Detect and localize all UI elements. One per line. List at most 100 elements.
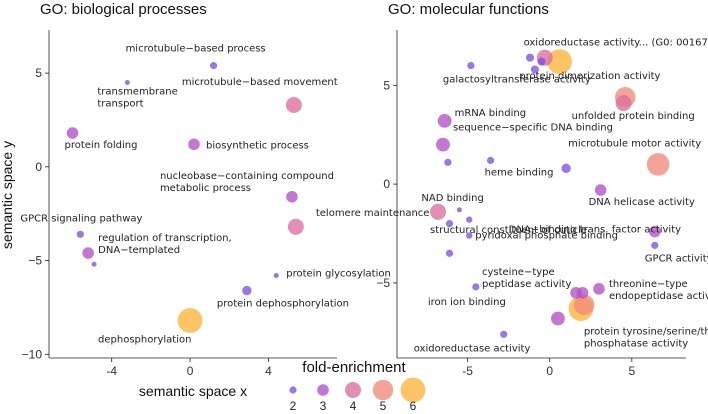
data-point — [444, 158, 452, 166]
point-label: protein dimerization activity — [519, 71, 660, 82]
data-point — [593, 283, 605, 295]
point-label: microtubule−based movement — [182, 77, 338, 88]
data-point — [576, 286, 589, 299]
point-label: microtubule motor activity — [568, 138, 701, 149]
data-point — [124, 79, 130, 85]
panel-biological-processes: GO: biological processes -4 0 4 5 0 −5 −10 seman… — [0, 1, 429, 399]
data-point — [209, 62, 218, 70]
point-label: GPCR signaling pathway — [20, 213, 142, 224]
data-point — [436, 137, 450, 152]
data-point — [66, 127, 79, 139]
point-label: DNA−binding trans. factor activity — [509, 225, 681, 236]
point-label: galactosyltransferase activity — [443, 75, 591, 86]
x-tick-label: 0 — [187, 364, 194, 378]
x-tick-label: 4 — [265, 364, 272, 378]
x-tick-label: 5 — [628, 364, 635, 378]
x-tick-label: -5 — [462, 364, 473, 378]
data-point — [445, 249, 454, 257]
data-point — [91, 261, 97, 267]
data-point — [486, 156, 495, 165]
legend-label: 6 — [410, 399, 417, 413]
legend-swatch — [400, 377, 426, 403]
point-label: regulation of transcription,DNA−template… — [98, 233, 232, 256]
point-label: heme binding — [485, 167, 554, 178]
x-tick-label: -4 — [106, 364, 117, 378]
point-label: oxidoreductase activity — [414, 343, 531, 354]
legend-title: fold-enrichment — [302, 359, 406, 376]
data-point — [649, 225, 661, 238]
data-point — [188, 138, 200, 151]
point-label: telomere maintenance — [316, 208, 430, 219]
y-tick-label: 5 — [35, 66, 42, 80]
data-point — [594, 184, 607, 196]
data-point — [82, 247, 94, 259]
y-tick-label: −5 — [376, 276, 390, 290]
data-point — [287, 218, 304, 235]
point-label: DNA helicase activity — [589, 197, 695, 208]
panel-molecular-functions: GO: molecular functions -5 0 5 5 0 −5 galactosy… — [376, 1, 708, 378]
data-point — [466, 216, 473, 223]
legend-label: 2 — [290, 399, 297, 413]
point-label: pyridoxal phosphate binding — [475, 230, 618, 241]
data-point — [286, 191, 298, 203]
data-point — [547, 49, 572, 75]
y-tick-label: 0 — [383, 177, 390, 191]
point-label: microtubule−based process — [126, 44, 266, 55]
legend-label: 4 — [350, 399, 357, 413]
legend-swatch — [317, 384, 329, 396]
data-point — [646, 153, 670, 176]
data-point — [437, 113, 452, 128]
data-point — [615, 95, 632, 112]
legend-swatch — [372, 379, 394, 401]
x-tick-label: 0 — [546, 364, 553, 378]
point-label: protein tyrosine/serine/threoninephospha… — [584, 326, 708, 349]
data-point — [273, 273, 279, 279]
data-point — [76, 230, 84, 238]
point-label: iron ion binding — [428, 297, 506, 308]
point-label: structural constituent of cuticle — [430, 225, 587, 236]
chart-title: GO: molecular functions — [388, 1, 549, 18]
point-label: dephosphorylation — [98, 335, 191, 346]
data-point — [466, 232, 473, 239]
point-label: NAD binding — [421, 193, 483, 204]
point-label: protein dephosphorylation — [217, 299, 349, 310]
data-point — [537, 57, 546, 66]
legend-swatch — [345, 382, 361, 398]
legend-swatch — [289, 386, 297, 394]
point-label: biosynthetic process — [206, 140, 309, 151]
data-point — [285, 96, 302, 113]
y-axis-title: semantic space y — [0, 141, 15, 249]
data-point — [573, 294, 595, 315]
data-point — [525, 53, 535, 62]
legend-label: 5 — [380, 399, 387, 413]
legend-label: 3 — [320, 399, 327, 413]
chart-title: GO: biological processes — [40, 1, 207, 18]
x-axis-title: semantic space x — [139, 383, 247, 399]
point-label: protein folding — [65, 140, 138, 151]
legend-fold-enrichment: fold-enrichment 2 3 4 5 6 — [289, 359, 426, 413]
point-label: unfolded protein binding — [572, 111, 695, 122]
point-label: protein glycosylation — [286, 269, 391, 280]
data-point — [561, 163, 571, 174]
data-point — [430, 203, 447, 220]
point-label: GPCR activity — [645, 253, 708, 264]
point-label: mRNA binding — [455, 108, 526, 119]
data-point — [177, 308, 203, 333]
data-point — [472, 283, 480, 291]
point-label: sequence−specific DNA binding — [453, 123, 613, 134]
data-point — [651, 241, 659, 249]
y-tick-label: 5 — [383, 78, 390, 92]
y-tick-label: −5 — [28, 254, 42, 268]
y-tick-label: −10 — [22, 347, 43, 361]
point-label: oxidoreductase activity... (G0: 0016717) — [524, 38, 708, 49]
data-point — [242, 285, 252, 296]
data-point — [530, 65, 539, 74]
y-tick-label: 0 — [35, 160, 42, 174]
data-point — [445, 220, 454, 228]
data-point — [551, 311, 565, 326]
